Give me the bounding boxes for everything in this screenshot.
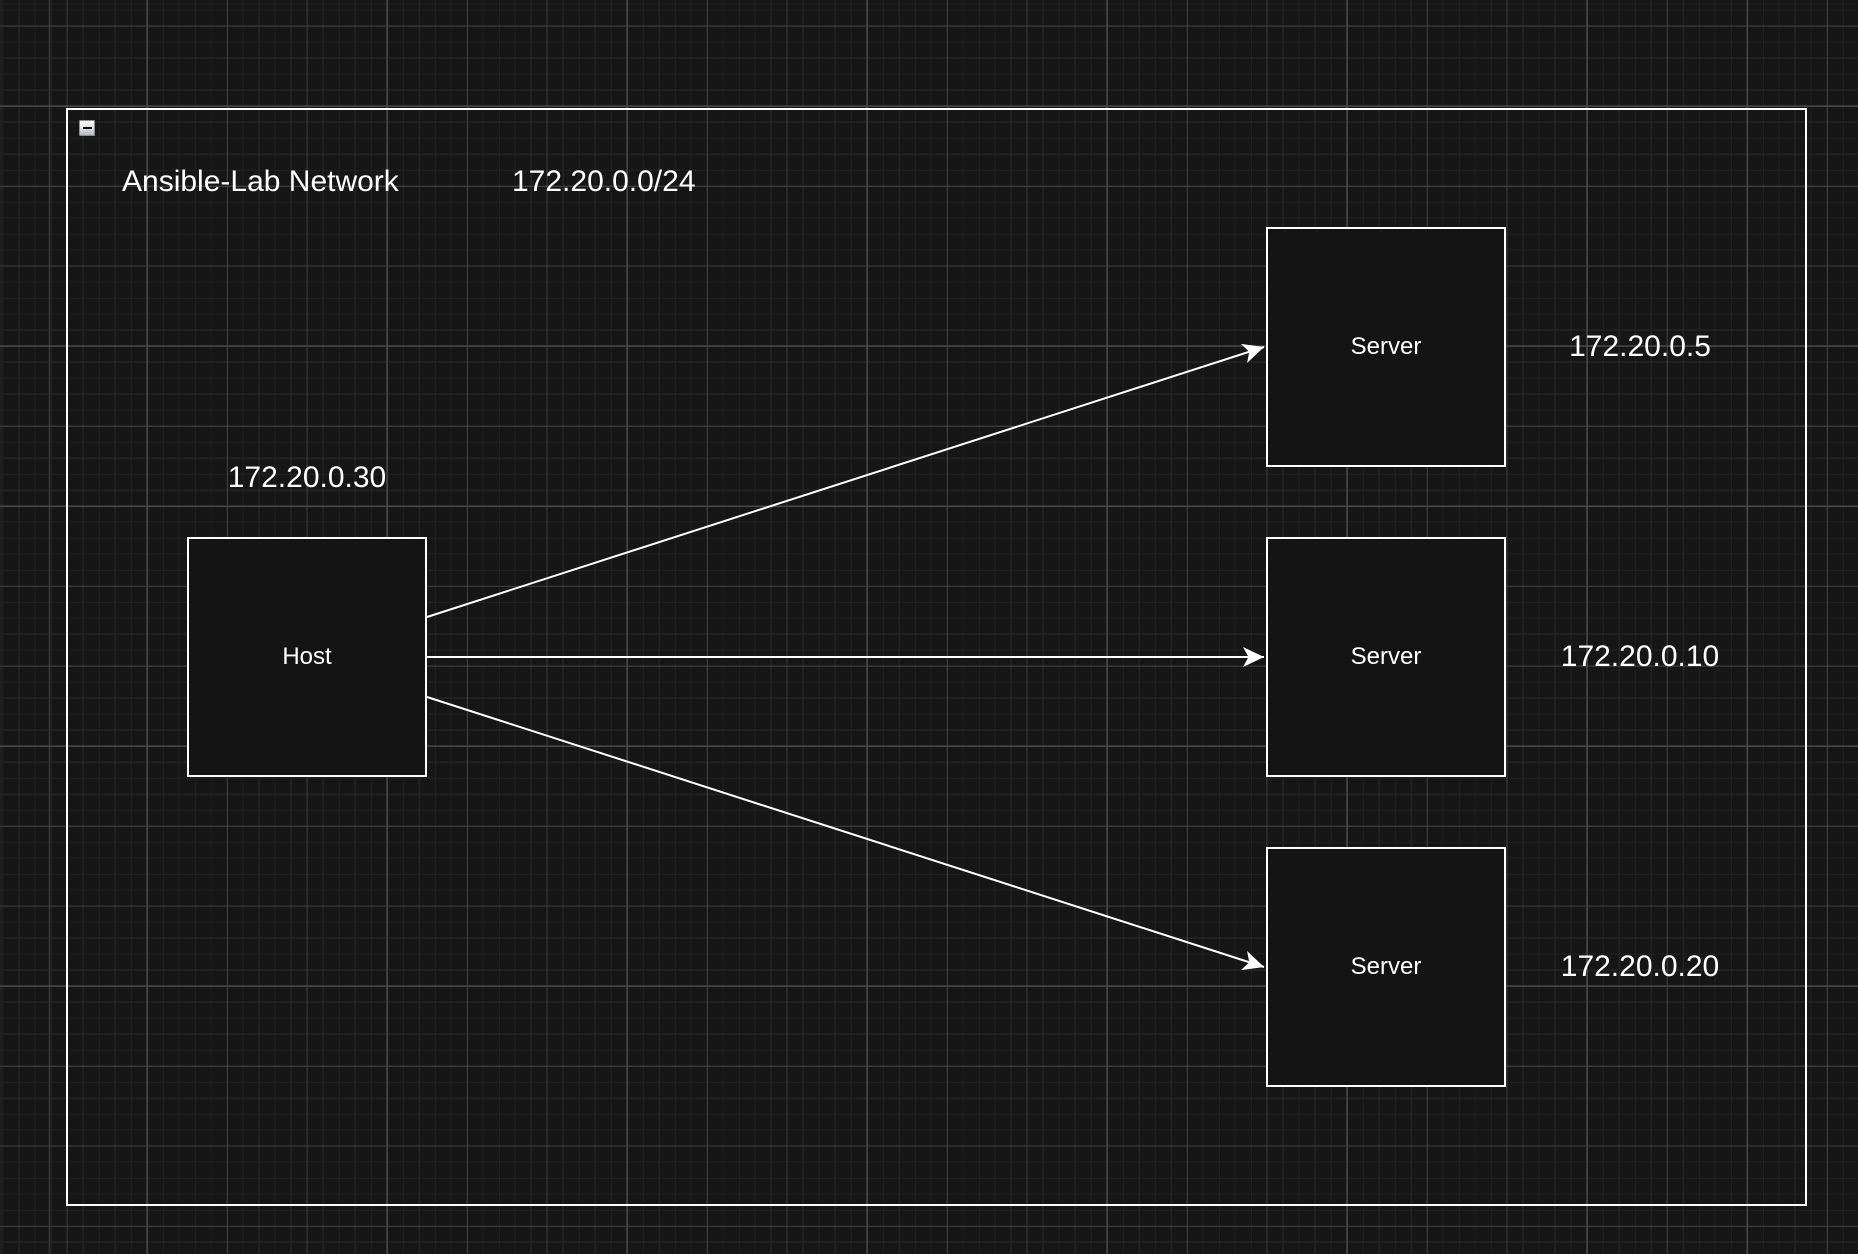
- server-node-3[interactable]: Server: [1266, 847, 1506, 1087]
- minus-icon: [82, 127, 92, 129]
- server-1-ip-label[interactable]: 172.20.0.5: [1569, 330, 1711, 363]
- collapse-button[interactable]: [79, 120, 95, 136]
- server-node-2[interactable]: Server: [1266, 537, 1506, 777]
- host-node-label: Host: [282, 643, 332, 670]
- server-node-2-label: Server: [1350, 643, 1422, 670]
- server-node-3-label: Server: [1350, 953, 1422, 980]
- edge-host-to-server-1[interactable]: [426, 343, 1265, 618]
- host-node[interactable]: Host: [187, 537, 427, 777]
- network-title: Ansible-Lab Network: [122, 165, 399, 198]
- edge-host-to-server-3[interactable]: [426, 696, 1265, 971]
- server-2-ip-label[interactable]: 172.20.0.10: [1560, 640, 1720, 673]
- server-node-1[interactable]: Server: [1266, 227, 1506, 467]
- network-cidr-label[interactable]: 172.20.0.0/24: [512, 165, 696, 198]
- server-node-1-label: Server: [1350, 333, 1422, 360]
- server-3-ip-label[interactable]: 172.20.0.20: [1560, 950, 1720, 983]
- host-ip-label[interactable]: 172.20.0.30: [227, 461, 387, 494]
- network-container[interactable]: Ansible-Lab Network 172.20.0.0/24: [66, 108, 1807, 1206]
